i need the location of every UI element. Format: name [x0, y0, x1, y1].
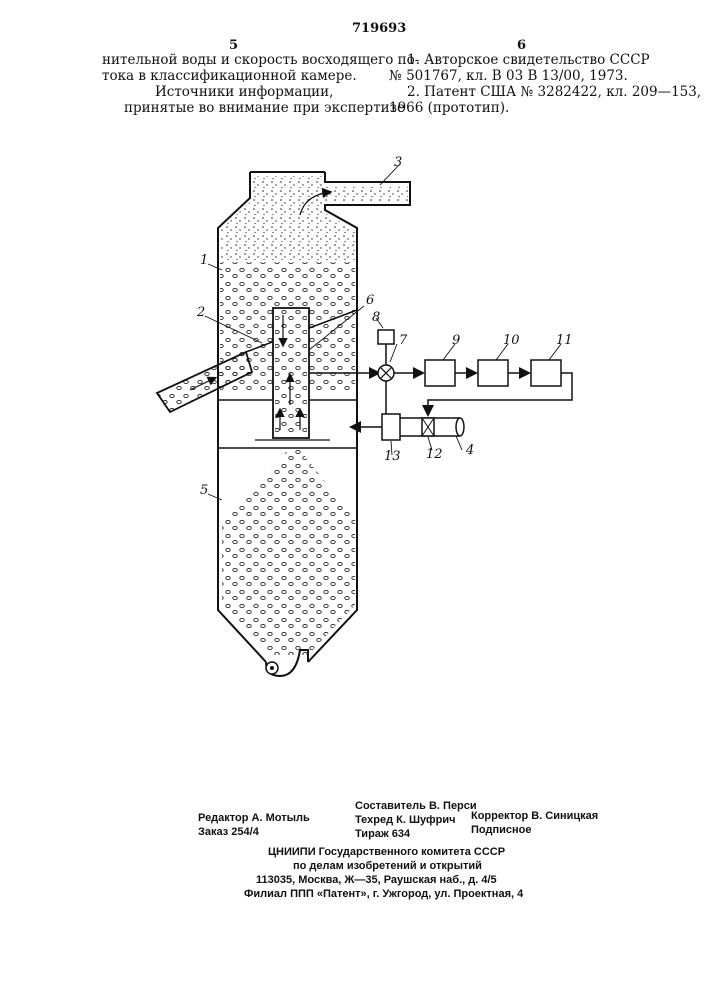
publisher-line-1: ЦНИИПИ Государственного комитета СССР	[268, 846, 505, 858]
coarse-particles-zone	[222, 448, 355, 655]
label-12: 12	[426, 447, 443, 462]
order-number: Заказ 254/4	[198, 826, 259, 838]
publisher-line-2: по делам изобретений и открытий	[293, 860, 482, 872]
discharge-valve-hub	[270, 666, 274, 670]
label-10: 10	[503, 333, 520, 348]
publisher-address: 113035, Москва, Ж—35, Раушская наб., д. …	[256, 874, 497, 886]
circulation: Тираж 634	[355, 828, 410, 840]
subscription-note: Подписное	[471, 824, 531, 836]
label-9: 9	[452, 333, 460, 348]
label-3: 3	[394, 155, 402, 170]
label-4: 4	[465, 443, 474, 458]
label-5: 5	[200, 483, 208, 498]
label-11: 11	[556, 333, 573, 348]
label-13: 13	[384, 449, 401, 464]
label-6: 6	[366, 293, 374, 308]
classification-chamber	[273, 308, 309, 438]
corrector-credit: Корректор В. Синицкая	[471, 810, 598, 822]
label-1: 1	[200, 253, 208, 268]
techred-credit: Техред К. Шуфрич	[355, 814, 455, 826]
compiler-credit: Составитель В. Перси	[355, 800, 477, 812]
label-2: 2	[196, 305, 205, 320]
fine-particles-zone	[220, 176, 408, 260]
label-8: 8	[372, 310, 380, 325]
editor-credit: Редактор А. Мотыль	[198, 812, 310, 824]
label-7: 7	[399, 333, 408, 348]
branch-address: Филиал ППП «Патент», г. Ужгород, ул. Про…	[244, 888, 523, 900]
